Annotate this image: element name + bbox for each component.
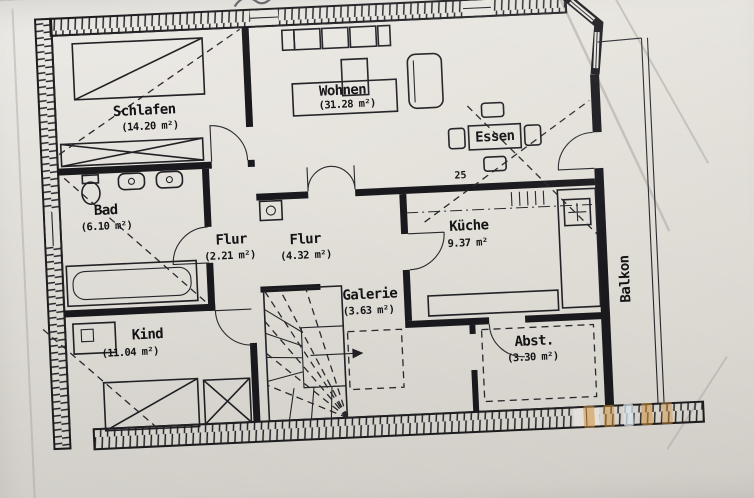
storage-room-outline (480, 323, 598, 403)
chair (523, 124, 542, 147)
room-label-wohnen: Wohnen (31.28 m²) (291, 78, 399, 117)
kid-bed (102, 377, 201, 432)
svg-text:Bad: Bad (94, 202, 118, 219)
svg-text:(11.04 m²): (11.04 m²) (101, 345, 159, 360)
stair-direction-arrow (352, 348, 364, 359)
storage-door-arc (488, 324, 525, 358)
svg-text:9.37 m²: 9.37 m² (447, 236, 488, 250)
highlighter-marks (583, 402, 673, 428)
living-room-furniture (280, 24, 444, 110)
svg-text:(6.10 m²): (6.10 m²) (80, 219, 132, 233)
bay-windows (562, 0, 604, 75)
bedroom-door-arc (209, 125, 249, 162)
room-label-kind: Kind (11.04 m²) (101, 326, 163, 360)
room-label-essen: Essen (475, 128, 515, 146)
sink (155, 170, 184, 189)
kids-room-furniture (72, 321, 253, 432)
staircase (262, 285, 405, 423)
sink (117, 172, 146, 191)
kitchen-lower-counter (427, 289, 560, 317)
window (462, 0, 492, 17)
svg-text:Schlafen: Schlafen (113, 101, 176, 120)
bathtub (65, 259, 199, 308)
bedroom-furniture (59, 37, 206, 168)
balcony-door-arc (557, 131, 595, 171)
svg-text:Abst.: Abst. (514, 332, 554, 350)
room-label-schlafen: Schlafen (14.20 m²) (113, 101, 179, 134)
room-label-abst: Abst. (3.30 m²) (507, 332, 559, 364)
coffee-table (340, 57, 370, 97)
stove (510, 190, 545, 207)
svg-text:Küche: Küche (449, 217, 489, 235)
roof-slope-lines (42, 28, 598, 427)
room-label-balkon: Balkon (616, 255, 634, 303)
room-label-flur-small: Flur (2.21 m²) (204, 231, 256, 263)
roof-storage-outline (346, 328, 405, 391)
hall-fixture (258, 199, 284, 222)
svg-text:Galerie: Galerie (342, 285, 398, 303)
dining-furniture (447, 101, 542, 172)
svg-text:(2.21 m²): (2.21 m²) (204, 249, 256, 263)
svg-text:Kind: Kind (131, 326, 163, 343)
toilet (81, 174, 100, 185)
room-labels: Schlafen (14.20 m²) Wohnen (31.28 m²) Es… (80, 78, 634, 364)
balcony-railing (640, 37, 665, 404)
kitchen-fixtures (427, 187, 602, 317)
sofa (280, 28, 296, 52)
dining-table (467, 122, 523, 151)
chair (480, 101, 505, 119)
svg-text:Flur: Flur (289, 231, 321, 248)
armchair (406, 52, 444, 110)
chair (483, 155, 507, 172)
interior-walls (57, 26, 611, 423)
double-bed (71, 37, 206, 101)
svg-text:(3.30 m²): (3.30 m²) (507, 350, 559, 364)
dimension-note: 25 (454, 170, 467, 182)
chair (447, 127, 466, 150)
bathroom-fixtures (65, 170, 199, 308)
svg-text:Balkon: Balkon (616, 255, 634, 303)
window (249, 9, 279, 26)
room-label-galerie: Galerie (3.63 m²) (342, 285, 398, 318)
kitchen-counter (556, 187, 602, 309)
room-label-flur-large: Flur (4.32 m²) (280, 231, 332, 263)
room-label-kueche: Küche 9.37 m² (447, 217, 489, 250)
svg-text:Flur: Flur (215, 231, 247, 248)
living-double-door-arc (306, 165, 356, 192)
doors (172, 125, 525, 358)
right-wall-and-balcony (557, 37, 665, 407)
kitchen-door-arc (408, 231, 445, 271)
svg-text:(14.20 m²): (14.20 m²) (121, 119, 179, 134)
desk (72, 321, 118, 355)
svg-text:(3.63 m²): (3.63 m²) (343, 304, 395, 318)
svg-text:(4.32 m²): (4.32 m²) (280, 248, 332, 262)
wardrobe (59, 137, 205, 168)
svg-text:Wohnen: Wohnen (319, 82, 367, 100)
kid-door-arc (214, 308, 254, 346)
window (44, 211, 61, 247)
kitchen-sink (562, 197, 592, 227)
svg-text:(31.28 m²): (31.28 m²) (318, 97, 376, 112)
handwriting-fragment (233, 0, 377, 8)
kid-wardrobe (202, 377, 253, 426)
svg-text:Essen: Essen (475, 128, 515, 146)
exterior-walls (33, 0, 705, 451)
paper-creases (11, 0, 728, 498)
room-label-bad: Bad (6.10 m²) (80, 202, 132, 234)
